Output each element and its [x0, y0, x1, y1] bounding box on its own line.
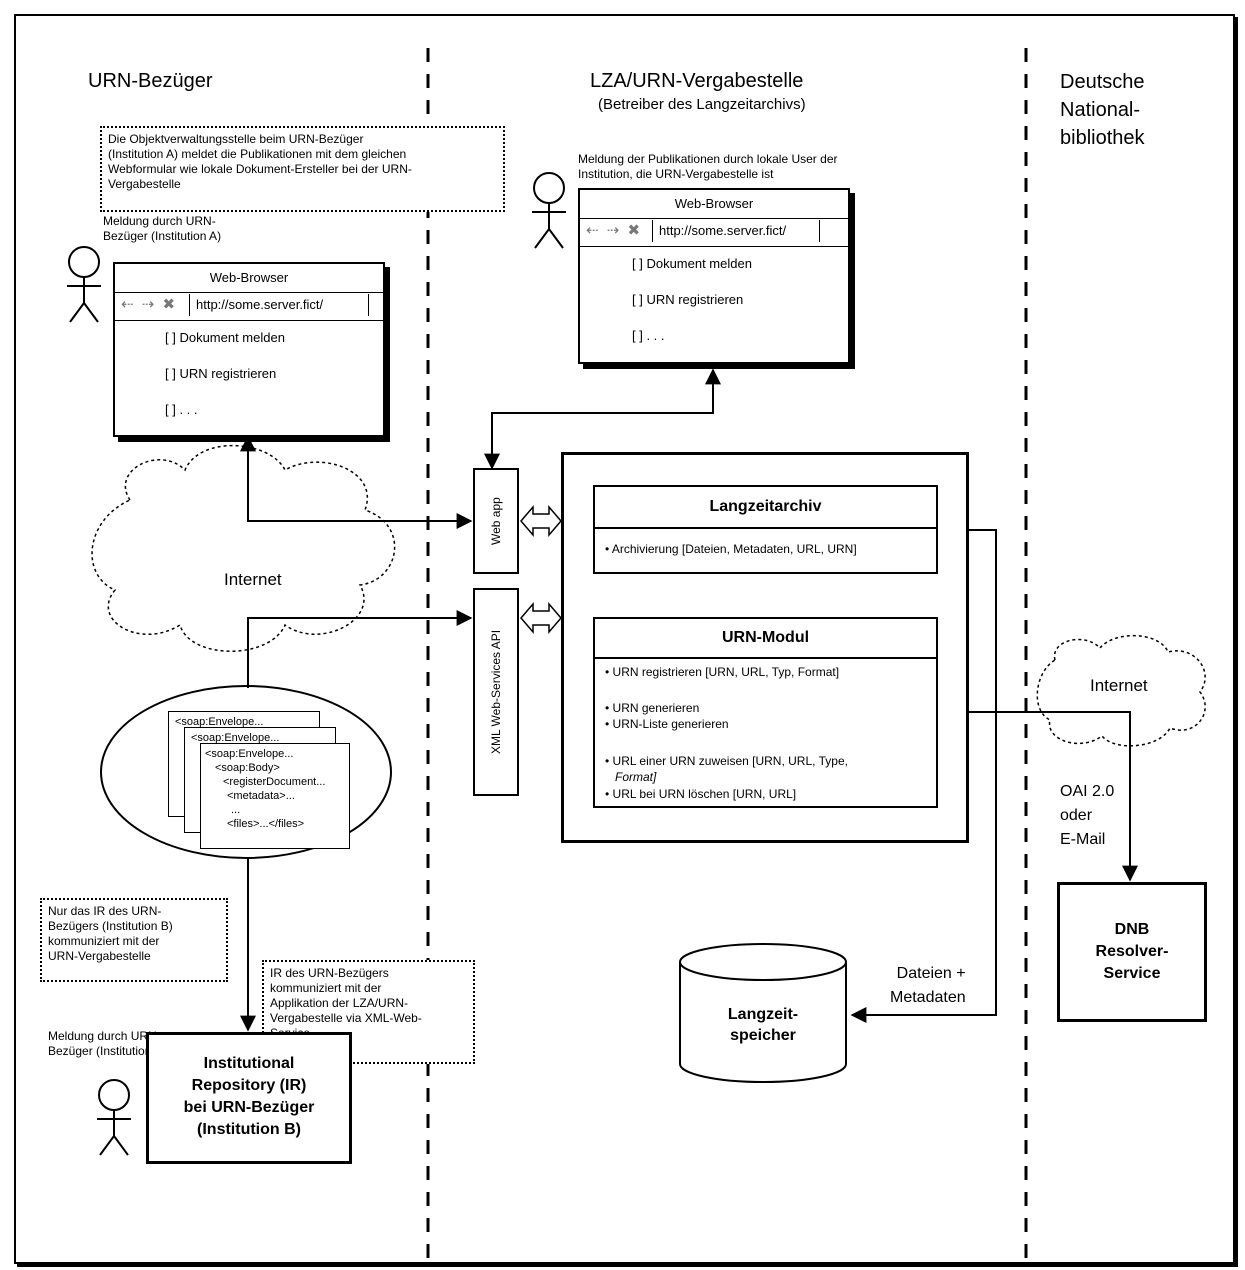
browser-left-navbar: ⇠ ⇢ ✖ http://some.server.fict/ — [115, 292, 383, 321]
storage-cylinder-top — [679, 943, 847, 981]
person-lokal-icon — [532, 172, 566, 249]
urn-modul-title: URN-Modul — [595, 619, 936, 659]
column-title-middle: LZA/URN-Vergabestelle — [590, 70, 804, 92]
browser-left: Web-Browser ⇠ ⇢ ✖ http://some.server.fic… — [113, 262, 385, 437]
label-meldung-b: Meldung durch URN-Bezüger (Institution B… — [48, 1029, 167, 1058]
browser-left-title: Web-Browser — [115, 264, 383, 293]
browser-right-navbar: ⇠ ⇢ ✖ http://some.server.fict/ — [580, 218, 848, 247]
web-app-box: Web app — [473, 468, 519, 574]
browser-right: Web-Browser ⇠ ⇢ ✖ http://some.server.fic… — [578, 188, 850, 364]
langzeitarchiv-title: Langzeitarchiv — [595, 487, 936, 529]
label-lokale-user: Meldung der Publikationen durch lokale U… — [578, 152, 838, 181]
internet-left-label: Internet — [224, 570, 282, 589]
xml-api-label: XML Web-Services API — [489, 629, 503, 755]
cloud-left-shape — [91, 444, 396, 652]
internet-right-label: Internet — [1090, 676, 1148, 695]
urn-modul-item-zuweisen-cont: Format] — [615, 770, 657, 784]
urn-modul-box: URN-Modul • URN registrieren [URN, URL, … — [593, 617, 938, 808]
diagram-frame — [14, 14, 1235, 1264]
urn-modul-item-generieren: • URN generieren — [605, 701, 700, 715]
browser-right-option-registrieren[interactable]: [ ] URN registrieren — [632, 292, 744, 307]
conn-modul-dnb — [938, 704, 1138, 882]
urn-modul-item-registrieren: • URN registrieren [URN, URL, Typ, Forma… — [605, 665, 840, 679]
person-a-icon — [67, 246, 101, 323]
column-subtitle-middle: (Betreiber des Langzeitarchivs) — [598, 96, 806, 113]
web-app-label: Web app — [489, 497, 503, 545]
note-objektverwaltung: Die Objektverwaltungsstelle beim URN-Bez… — [100, 126, 505, 212]
browser-right-nav-icons[interactable]: ⇠ ⇢ ✖ — [586, 222, 643, 239]
browser-left-option-registrieren[interactable]: [ ] URN registrieren — [165, 366, 277, 381]
double-arrow-api — [520, 601, 562, 635]
conn-webapp-browser-right — [484, 368, 721, 470]
label-meldung-a: Meldung durch URN-Bezüger (Institution A… — [103, 214, 222, 243]
storage-label: Langzeit-speicher — [727, 1006, 799, 1044]
urn-modul-item-zuweisen: • URL einer URN zuweisen [URN, URL, Type… — [605, 754, 848, 768]
browser-left-nav-icons[interactable]: ⇠ ⇢ ✖ — [121, 296, 178, 313]
conn-browser-left-webapp — [240, 435, 473, 529]
browser-right-option-melden[interactable]: [ ] Dokument melden — [632, 256, 752, 271]
person-b-icon — [97, 1079, 131, 1156]
storage-cylinder — [679, 962, 847, 1083]
browser-left-option-more[interactable]: [ ] . . . — [165, 402, 198, 417]
browser-right-title: Web-Browser — [580, 190, 848, 219]
double-arrow-webapp — [520, 504, 562, 538]
browser-right-option-more[interactable]: [ ] . . . — [632, 328, 665, 343]
langzeitarchiv-box: Langzeitarchiv • Archivierung [Dateien, … — [593, 485, 938, 574]
browser-left-option-melden[interactable]: [ ] Dokument melden — [165, 330, 285, 345]
note-nur-ir: Nur das IR des URN-Bezügers (Institution… — [40, 898, 228, 982]
dateien-metadaten-label: Dateien +Metadaten — [890, 965, 966, 1006]
urn-modul-item-liste: • URN-Liste generieren — [605, 717, 729, 731]
conn-soap-api — [247, 610, 473, 688]
browser-left-url[interactable]: http://some.server.fict/ — [189, 294, 369, 316]
column-title-right: Deutsche National- bibliothek — [1060, 71, 1145, 149]
langzeitarchiv-item: • Archivierung [Dateien, Metadaten, URL,… — [605, 542, 857, 556]
browser-right-url[interactable]: http://some.server.fict/ — [652, 220, 820, 242]
soap-doc-front: <soap:Envelope... <soap:Body> <registerD… — [200, 743, 350, 849]
xml-api-box: XML Web-Services API — [473, 588, 519, 796]
column-title-left: URN-Bezüger — [88, 70, 213, 92]
urn-modul-item-loeschen: • URL bei URN löschen [URN, URL] — [605, 787, 797, 801]
